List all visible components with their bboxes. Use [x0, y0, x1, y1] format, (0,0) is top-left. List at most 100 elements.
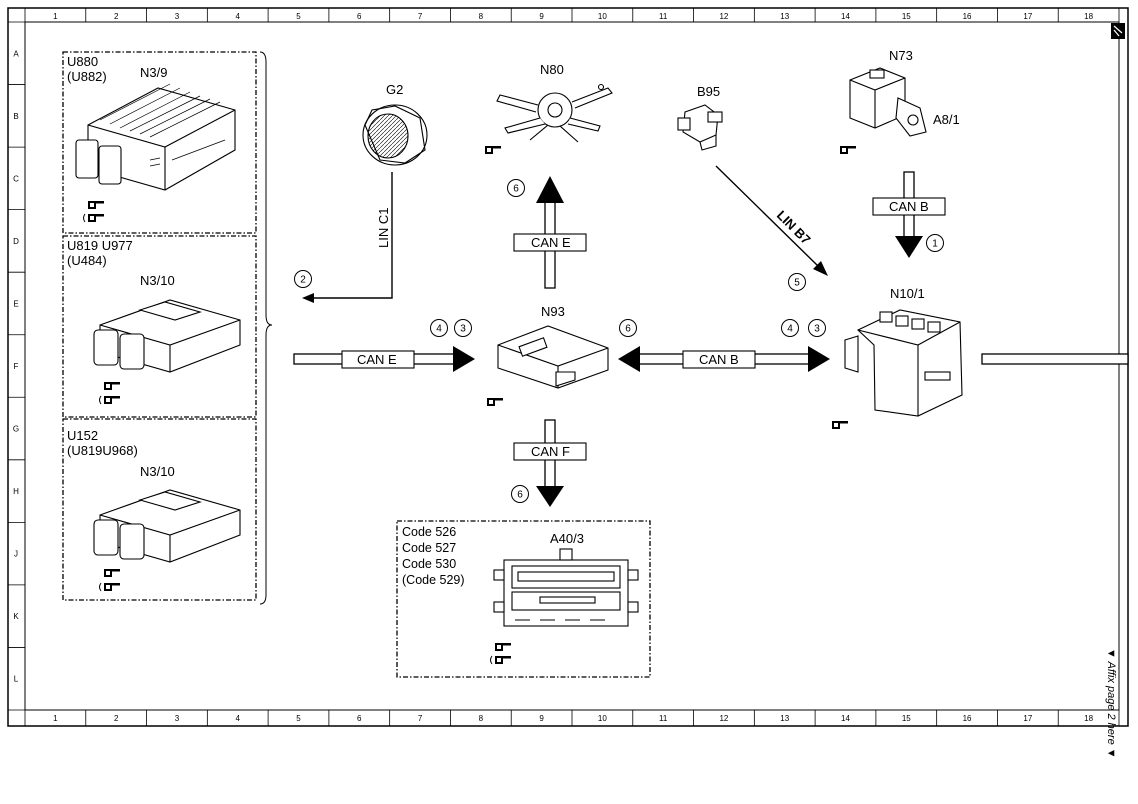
- marker-circle-m4_left: [430, 319, 448, 337]
- can-f-box: [513, 442, 587, 461]
- marker-number-m4_right: 4: [787, 324, 793, 335]
- row-label: H: [13, 487, 19, 496]
- pointer-icon: [487, 398, 503, 406]
- ecu1-label: N3/9: [140, 65, 167, 80]
- grid-ticks: [8, 8, 1120, 726]
- row-label: A: [13, 49, 19, 58]
- col-label-top: 2: [114, 12, 119, 21]
- ecu-box-2: [62, 235, 257, 418]
- row-label: G: [13, 425, 19, 434]
- col-label-bottom: 13: [780, 714, 789, 723]
- n73-label: N73: [889, 48, 913, 63]
- col-label-bottom: 8: [479, 714, 484, 723]
- col-label-top: 5: [296, 12, 301, 21]
- col-label-bottom: 1: [53, 714, 58, 723]
- col-label-top: 11: [659, 12, 668, 21]
- grid-labels: 1122334455667788991010111112121313141415…: [13, 12, 1094, 723]
- ecu3-label: N3/10: [140, 464, 175, 479]
- a40-3-box: [396, 520, 651, 678]
- row-label: L: [14, 675, 19, 684]
- col-label-bottom: 16: [963, 714, 972, 723]
- marker-number-m6_mid: 6: [625, 324, 631, 335]
- corner-page-icon: [1111, 23, 1125, 39]
- ecu3-code-line1: U152: [67, 428, 98, 443]
- ecu-group-brace: [259, 51, 273, 605]
- col-label-top: 12: [719, 12, 728, 21]
- can-f-label: CAN F: [531, 444, 570, 459]
- ecu3-code-line2: (U819U968): [67, 443, 138, 458]
- col-label-bottom: 12: [719, 714, 728, 723]
- n10-1-label: N10/1: [890, 286, 925, 301]
- lin-b7-connection: [715, 165, 828, 276]
- a8-1-label: A8/1: [933, 112, 960, 127]
- marker-circle-m2: [294, 270, 312, 288]
- row-label: B: [13, 112, 18, 121]
- col-label-bottom: 4: [235, 714, 240, 723]
- row-label: K: [13, 612, 19, 621]
- continuation-bus: [981, 353, 1129, 365]
- marker-circle-m6_mid: [619, 319, 637, 337]
- n80-drawing: [496, 83, 613, 143]
- col-label-top: 16: [963, 12, 972, 21]
- pointer-icon: [485, 146, 501, 154]
- row-label: F: [14, 362, 19, 371]
- side-note: ▼ Affix page 2 here ▼: [1105, 648, 1117, 759]
- col-label-bottom: 14: [841, 714, 850, 723]
- marker-number-m5: 5: [794, 278, 800, 289]
- marker-circle-m6_bottom: [511, 485, 529, 503]
- row-label: C: [13, 174, 19, 183]
- n93-drawing: [497, 325, 609, 389]
- col-label-bottom: 10: [598, 714, 607, 723]
- code-527: Code 527: [402, 541, 456, 555]
- code-530: Code 530: [402, 557, 456, 571]
- col-label-top: 7: [418, 12, 423, 21]
- ecu-reference-icons: [83, 201, 120, 592]
- col-label-top: 18: [1084, 12, 1093, 21]
- pointer-icon: [104, 382, 120, 390]
- can-b-top-label: CAN B: [889, 199, 929, 214]
- col-label-top: 6: [357, 12, 362, 21]
- ecu3-drawing: [93, 489, 241, 563]
- col-label-bottom: 5: [296, 714, 301, 723]
- col-label-top: 13: [780, 12, 789, 21]
- a40-3-label: A40/3: [550, 531, 584, 546]
- can-b-top-box: [872, 197, 946, 216]
- ecu1-drawing: [75, 83, 236, 191]
- marker-circle-m1: [926, 234, 944, 252]
- col-label-top: 14: [841, 12, 850, 21]
- ecu2-drawing: [93, 299, 241, 373]
- marker-circle-m6_top: [507, 179, 525, 197]
- outer-frame: [7, 7, 1129, 727]
- marker-circle-m3_left: [454, 319, 472, 337]
- marker-number-m4_left: 4: [436, 324, 442, 335]
- n80-label: N80: [540, 62, 564, 77]
- col-label-bottom: 15: [902, 714, 911, 723]
- pointer-icon: [495, 643, 511, 651]
- can-e-up-connection: [536, 176, 564, 289]
- marker-number-m3_right: 3: [814, 324, 820, 335]
- row-label: E: [13, 299, 18, 308]
- a40-3-drawing: [493, 548, 639, 627]
- can-e-up-label: CAN E: [531, 235, 571, 250]
- marker-number-m2: 2: [300, 275, 306, 286]
- pointer-icon: [99, 582, 120, 592]
- marker-circle-m3_right: [808, 319, 826, 337]
- b95-drawing: [677, 104, 723, 151]
- col-label-top: 10: [598, 12, 607, 21]
- can-f-connection: [536, 419, 564, 507]
- lin-c1-label: LIN C1: [376, 208, 391, 248]
- pointer-icon: [840, 146, 856, 154]
- can-e-up-box: [513, 233, 587, 252]
- marker-number-m6_bottom: 6: [517, 490, 523, 501]
- col-label-bottom: 11: [659, 714, 668, 723]
- marker-circle-m4_right: [781, 319, 799, 337]
- col-label-top: 3: [175, 12, 180, 21]
- lin-c1-connection: [302, 172, 393, 303]
- pointer-icon: [99, 395, 120, 405]
- col-label-bottom: 3: [175, 714, 180, 723]
- ecu1-code-line2: (U882): [67, 69, 107, 84]
- col-label-top: 8: [479, 12, 484, 21]
